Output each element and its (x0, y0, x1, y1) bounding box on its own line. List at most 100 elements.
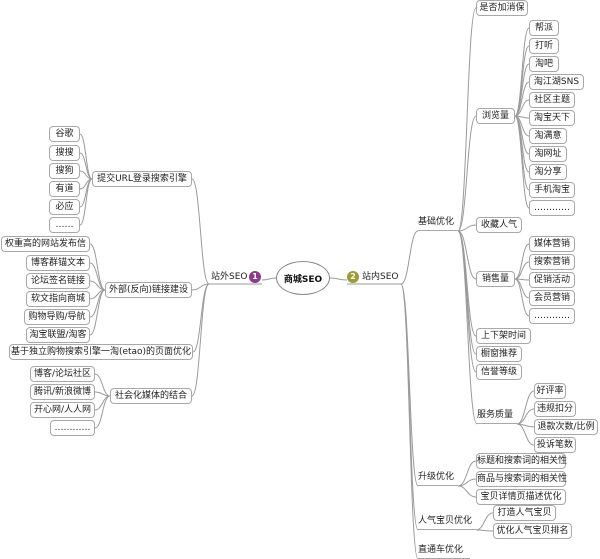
topic-node[interactable]: 搜狗 (49, 163, 80, 179)
topic-node[interactable]: 淘满意 (529, 128, 567, 144)
topic-node[interactable]: 谷歌 (49, 126, 80, 142)
connector-line (475, 529, 494, 532)
topic-node[interactable]: 博客/论坛社区 (30, 366, 95, 382)
connector-line (457, 485, 477, 498)
connector-line (514, 115, 530, 209)
topic-node[interactable]: 社会化媒体的结合 (110, 388, 192, 404)
connector-line (400, 230, 419, 285)
topic-node[interactable]: 投诉笔数 (534, 437, 576, 453)
connector-line (89, 289, 106, 336)
topic-node[interactable]: 软文指向商城 (26, 291, 90, 307)
topic-node[interactable]: 上下架时间 (476, 328, 531, 344)
topic-node[interactable]: 打造人气宝贝 (493, 505, 556, 521)
connector-line (457, 224, 477, 232)
topic-node[interactable]: 腾讯/新浪微博 (30, 384, 95, 400)
topic-node[interactable]: 服务质量 (477, 408, 517, 424)
topic-node[interactable]: 基础优化 (418, 215, 458, 231)
topic-node[interactable]: 开心网/人人网 (30, 402, 95, 418)
connector-line (329, 277, 348, 281)
connector-line (192, 283, 210, 353)
topic-node[interactable]: 手机淘宝 (529, 182, 575, 198)
topic-node[interactable]: 必应 (49, 199, 80, 215)
connector-line (514, 45, 530, 117)
topic-node[interactable]: 提交URL登录搜索引擎 (92, 171, 192, 187)
topic-node[interactable]: …… (49, 217, 80, 233)
topic-node[interactable]: 违规扣分 (534, 401, 576, 417)
topic-node[interactable]: 直通车优化 (418, 543, 470, 559)
central-topic[interactable]: 商城SEO (276, 261, 330, 295)
connector-line (79, 178, 93, 226)
topic-node[interactable]: 淘宝天下 (529, 110, 575, 126)
topic-node[interactable]: 橱窗推荐 (476, 346, 522, 362)
topic-node[interactable]: 退款次数/比例 (534, 419, 598, 435)
topic-node[interactable]: 博客群锚文本 (26, 255, 90, 271)
connector-line (94, 395, 111, 429)
connector-line (89, 262, 106, 291)
central-topic-label: 商城SEO (283, 274, 323, 285)
topic-node[interactable]: 媒体营销 (529, 236, 575, 252)
topic-node[interactable]: 商品与搜索词的相关性 (476, 471, 567, 487)
topic-node[interactable]: 优化人气宝贝排名 (493, 523, 572, 539)
connector-line (457, 230, 477, 280)
topic-node[interactable]: 外部(反向)链接建设 (105, 282, 192, 298)
topic-node[interactable]: 信誉等级 (476, 364, 522, 380)
topic-node[interactable]: 淘宝联盟/淘客 (26, 327, 90, 343)
connector-line (89, 243, 106, 291)
topic-node[interactable]: 搜索营销 (529, 254, 575, 270)
topic-node[interactable]: 销售量 (476, 271, 515, 287)
connector-line (457, 230, 478, 425)
topic-node[interactable]: 宝贝详情页描述优化 (476, 489, 566, 505)
topic-node[interactable]: 社区主题 (529, 92, 575, 108)
connector-line (457, 7, 477, 232)
connector-line (514, 278, 530, 317)
topic-node[interactable]: 淘网址 (529, 146, 567, 162)
connector-line (516, 423, 535, 446)
topic-node[interactable]: 淘吧 (529, 56, 559, 72)
connector-line (457, 230, 477, 355)
priority-2-icon: 2 (347, 271, 359, 283)
connector-line (191, 178, 210, 285)
topic-node[interactable]: 好评率 (534, 383, 566, 399)
topic-node[interactable]: 升级优化 (418, 470, 458, 486)
connector-line (400, 283, 419, 559)
connector-line (94, 373, 111, 397)
branch-offsite-seo[interactable]: 站外SEO (211, 272, 248, 282)
topic-node[interactable]: 人气宝贝优化 (418, 514, 476, 530)
connector-line (457, 115, 477, 232)
topic-node[interactable]: 浏览量 (476, 108, 515, 124)
topic-node[interactable]: ………… (529, 308, 575, 324)
connector-line (400, 283, 419, 487)
branch-onsite-seo[interactable]: 站内SEO (362, 272, 399, 282)
connector-line (261, 277, 277, 281)
topic-node[interactable]: 收藏人气 (476, 217, 522, 233)
connector-line (79, 152, 93, 180)
topic-node[interactable]: 促销活动 (529, 272, 575, 288)
connector-line (516, 408, 535, 425)
topic-node[interactable]: 有道 (49, 181, 80, 197)
topic-node[interactable]: 搜搜 (49, 145, 80, 161)
connector-line (514, 27, 530, 117)
topic-node[interactable]: 权重高的网站发布信 (1, 236, 90, 252)
topic-node[interactable]: 会员营销 (529, 290, 575, 306)
connector-line (457, 460, 477, 487)
topic-node[interactable]: 帮派 (529, 20, 559, 36)
topic-node[interactable]: ………… (50, 420, 95, 436)
connector-line (191, 283, 210, 291)
priority-1-icon: 1 (249, 271, 261, 283)
topic-node[interactable]: 论坛签名链接 (26, 273, 90, 289)
topic-node[interactable]: 打听 (529, 38, 559, 54)
connector-line (514, 243, 530, 280)
topic-node[interactable]: ………… (529, 200, 575, 216)
topic-node[interactable]: 淘江湖SNS (529, 74, 584, 90)
topic-node[interactable]: 购物导购/导航 (24, 309, 90, 325)
connector-line (191, 283, 210, 397)
connector-line (514, 261, 530, 280)
topic-node[interactable]: 淘分享 (529, 164, 567, 180)
connector-line (94, 391, 111, 397)
topic-node[interactable]: 标题和搜索词的相关性 (476, 453, 567, 469)
connector-line (475, 512, 494, 531)
topic-node[interactable]: 是否加消保 (476, 0, 528, 16)
topic-node[interactable]: 基于独立购物搜索引擎一淘(etao)的页面优化 (9, 344, 193, 360)
